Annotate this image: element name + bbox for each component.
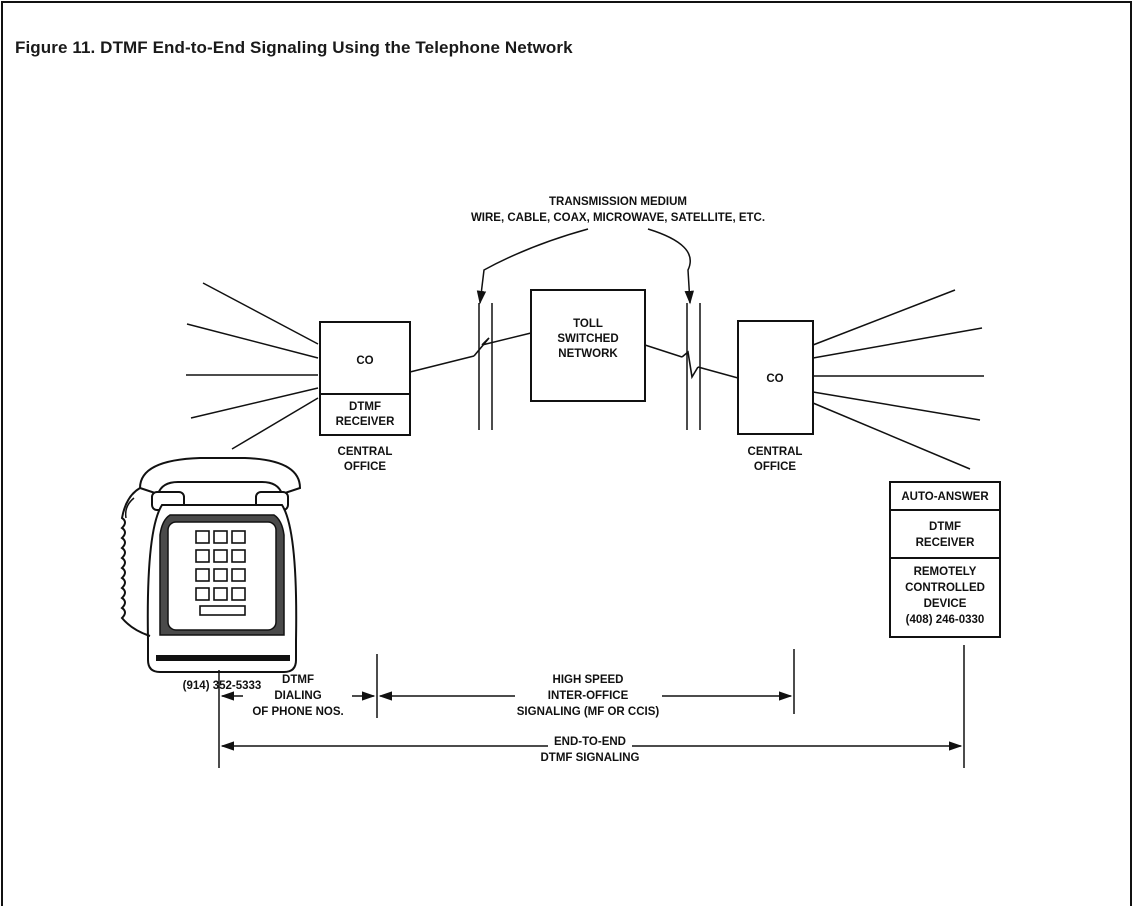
remote-receiver-line2: RECEIVER [916,537,975,549]
dialing-label-line2: DIALING [274,690,321,702]
toll-line1: TOLL [573,318,603,330]
medium-arrow-right [648,229,690,303]
toll-line3: NETWORK [558,348,618,360]
remote-device-line4: (408) 246-0330 [906,614,985,626]
remote-device: AUTO-ANSWER DTMF RECEIVER REMOTELY CONTR… [890,482,1000,637]
remote-device-line2: CONTROLLED [905,582,985,594]
signaling-spans: DTMF DIALING OF PHONE NOS. HIGH SPEED IN… [219,645,964,768]
left-co-caption-line1: CENTRAL [338,446,393,458]
transmission-medium: TRANSMISSION MEDIUM WIRE, CABLE, COAX, M… [471,196,765,303]
interoffice-label-line3: SIGNALING (MF OR CCIS) [517,706,660,718]
right-subscriber-lines [813,290,984,469]
dialing-label-line1: DTMF [282,674,314,686]
interoffice-label-line2: INTER-OFFICE [548,690,629,702]
remote-device-line1: REMOTELY [914,566,977,578]
auto-answer-label: AUTO-ANSWER [901,491,989,503]
right-co-label: CO [766,373,783,385]
transmission-medium-types: WIRE, CABLE, COAX, MICROWAVE, SATELLITE,… [471,212,765,224]
toll-line2: SWITCHED [557,333,618,345]
left-co-receiver-line2: RECEIVER [336,416,395,428]
telephone-icon [122,458,300,672]
end-to-end-label-line1: END-TO-END [554,736,626,748]
toll-switched-network: TOLL SWITCHED NETWORK [531,290,645,401]
left-co-receiver-line1: DTMF [349,401,381,413]
transmission-medium-title: TRANSMISSION MEDIUM [549,196,687,208]
telephone-number: (914) 352-5333 [183,680,262,692]
right-co-caption-line1: CENTRAL [748,446,803,458]
right-central-office: CO CENTRAL OFFICE [738,321,813,473]
right-trunk [645,303,738,430]
remote-receiver-line1: DTMF [929,521,961,533]
left-co-caption-line2: OFFICE [344,461,386,473]
left-subscriber-lines [186,283,318,449]
toll-network-box [531,290,645,401]
left-central-office: CO DTMF RECEIVER CENTRAL OFFICE [320,322,410,473]
interoffice-label-line1: HIGH SPEED [553,674,624,686]
remote-device-line3: DEVICE [924,598,967,610]
left-trunk [410,303,531,430]
right-co-caption-line2: OFFICE [754,461,796,473]
left-co-label: CO [356,355,373,367]
dialing-label-line3: OF PHONE NOS. [252,706,343,718]
end-to-end-label-line2: DTMF SIGNALING [540,752,639,764]
